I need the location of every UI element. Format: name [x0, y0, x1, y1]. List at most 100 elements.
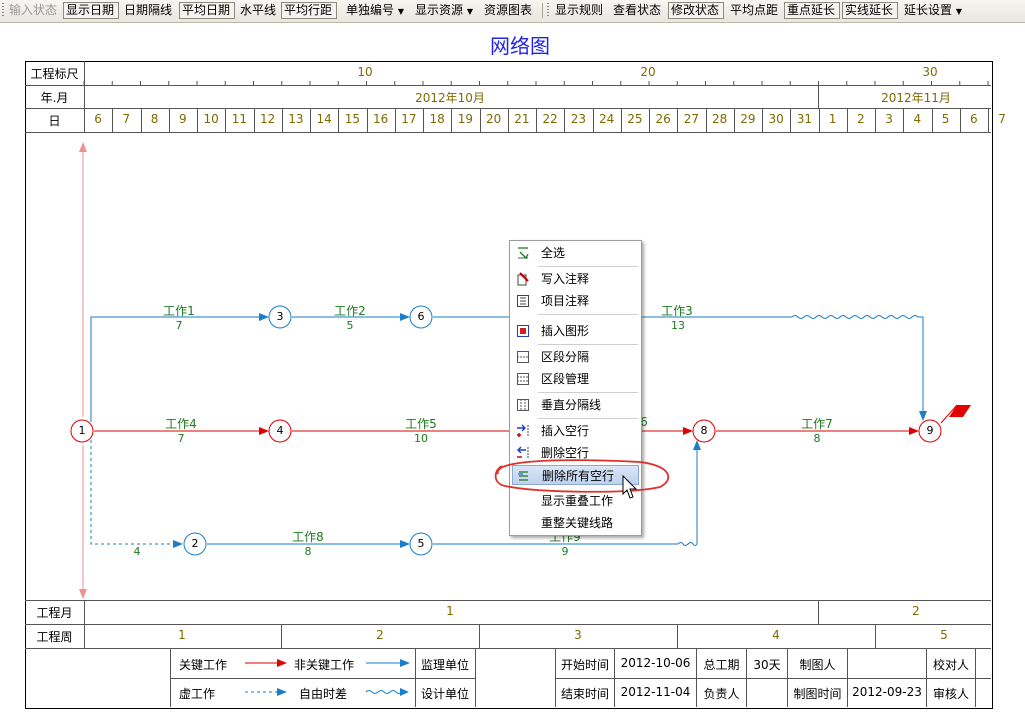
resource-chart-button[interactable]: 资源图表 — [484, 3, 533, 17]
day-divider — [988, 108, 989, 132]
menu-item-write-note[interactable]: 写入注释 — [512, 269, 639, 289]
dummy-work-1-2[interactable] — [90, 440, 183, 548]
toolbar-grip[interactable] — [547, 3, 549, 18]
arrow-to-node9[interactable] — [918, 316, 927, 421]
day-label: 18 — [429, 112, 445, 126]
menu-separator — [538, 266, 638, 267]
menu-item-reorganize-critical-path[interactable]: 重整关键线路 — [512, 513, 639, 533]
day-label: 30 — [768, 112, 784, 126]
menu-item-label: 区段管理 — [541, 372, 590, 386]
node-8-label: 8 — [700, 424, 708, 437]
legend-noncritical-label: 非关键工作 — [293, 658, 354, 672]
node-2[interactable] — [183, 532, 207, 556]
menu-item-insert-row[interactable]: 插入空行 — [512, 421, 639, 441]
node-2-label: 2 — [191, 537, 199, 550]
total-duration-label: 总工期 — [703, 658, 740, 672]
day-divider — [367, 108, 368, 132]
average-point-spacing-button[interactable]: 平均点距 — [730, 3, 779, 17]
toolbar-grip[interactable] — [2, 3, 4, 18]
ruler-tick-label: 10 — [357, 65, 373, 79]
day-divider — [734, 108, 735, 132]
day-label: 14 — [316, 112, 332, 126]
key-extend-button[interactable]: 重点延长 — [784, 2, 840, 19]
menu-item-vertical-divider[interactable]: 垂直分隔线 — [512, 395, 639, 415]
end-time-label: 结束时间 — [560, 687, 609, 701]
date-gridline-button[interactable]: 日期隔线 — [124, 3, 173, 17]
day-divider — [310, 108, 311, 132]
menu-separator — [538, 392, 638, 393]
node-3[interactable] — [268, 305, 292, 329]
menu-item-delete-all-rows[interactable]: 删除所有空行 — [512, 465, 639, 485]
show-rules-button[interactable]: 显示规则 — [555, 3, 604, 17]
section-manage-icon — [517, 373, 529, 385]
day-label: 26 — [655, 112, 671, 126]
project-week-label: 4 — [772, 628, 780, 642]
menu-item-project-note[interactable]: 项目注释 — [512, 291, 639, 311]
node-1[interactable] — [70, 419, 94, 443]
project-month-label: 2 — [912, 604, 920, 618]
legend-freefloat-label: 自由时差 — [298, 687, 347, 701]
show-resource-dropdown[interactable]: 显示资源 ▼ — [413, 2, 475, 19]
menu-item-show-overlapping[interactable]: 显示重叠工作 — [512, 491, 639, 511]
modify-status-button[interactable]: 修改状态 — [668, 2, 724, 19]
day-label: 25 — [627, 112, 643, 126]
day-label: 29 — [740, 112, 756, 126]
project-week-label: 1 — [178, 628, 186, 642]
day-label: 22 — [542, 112, 558, 126]
checker-label: 校对人 — [932, 658, 969, 672]
insert-row-icon — [517, 424, 529, 437]
task-duration: 10 — [414, 432, 428, 445]
task-name: 6 — [640, 415, 648, 429]
average-row-spacing-button[interactable]: 平均行距 — [281, 2, 337, 19]
day-divider — [932, 108, 933, 132]
separate-numbering-dropdown[interactable]: 单独编号 ▼ — [344, 2, 406, 19]
section-divider-icon — [517, 351, 529, 363]
extend-settings-dropdown[interactable]: 延长设置 ▼ — [902, 2, 964, 19]
task-duration: 13 — [671, 319, 685, 332]
view-status-button[interactable]: 查看状态 — [613, 3, 662, 17]
day-label: 6 — [94, 112, 102, 126]
day-label: 27 — [683, 112, 700, 126]
input-state-button[interactable]: 输入状态 — [9, 3, 58, 17]
menu-item-section-manage[interactable]: 区段管理 — [512, 369, 639, 389]
day-label: 7 — [998, 112, 1006, 126]
show-date-button[interactable]: 显示日期 — [63, 2, 119, 19]
node-5[interactable] — [409, 532, 433, 556]
chevron-down-icon: ▼ — [397, 7, 404, 16]
solid-extend-button[interactable]: 实线延长 — [842, 2, 898, 19]
day-label: 20 — [485, 112, 502, 126]
menu-item-delete-row[interactable]: 删除空行 — [512, 443, 639, 463]
separate-numbering-label: 单独编号 — [346, 3, 395, 17]
day-divider — [847, 108, 848, 132]
chevron-down-icon: ▼ — [955, 7, 962, 16]
day-label: 17 — [401, 112, 417, 126]
day-label: 4 — [913, 112, 922, 126]
day-label: 9 — [179, 112, 187, 126]
free-float-work3[interactable] — [791, 315, 919, 319]
insert-shape-icon — [517, 325, 529, 337]
menu-item-insert-shape[interactable]: 插入图形 — [512, 321, 639, 341]
day-divider — [649, 108, 650, 132]
arrow-work1[interactable] — [90, 313, 269, 422]
day-divider — [960, 108, 961, 132]
reviewer-label: 审核人 — [932, 687, 969, 701]
day-label: 3 — [885, 112, 893, 126]
menu-item-label: 删除空行 — [541, 446, 590, 460]
node-4-label: 4 — [276, 424, 284, 437]
node-6[interactable] — [409, 305, 433, 329]
task-name: 工作1 — [163, 304, 195, 318]
node-8[interactable] — [692, 419, 716, 443]
free-float-work9[interactable] — [677, 542, 698, 546]
task-duration: 7 — [175, 319, 183, 332]
menu-item-section-divider[interactable]: 区段分隔 — [512, 347, 639, 367]
menu-item-label: 项目注释 — [541, 294, 590, 308]
average-date-button[interactable]: 平均日期 — [179, 2, 235, 19]
day-divider — [254, 108, 255, 132]
node-5-label: 5 — [417, 537, 425, 550]
start-time-label: 开始时间 — [560, 658, 609, 672]
node-9[interactable] — [918, 419, 942, 443]
menu-item-select-all[interactable]: 全选 — [512, 243, 639, 263]
finish-flag-pole — [940, 404, 958, 424]
node-4[interactable] — [268, 419, 292, 443]
horizontal-line-button[interactable]: 水平线 — [240, 3, 277, 17]
